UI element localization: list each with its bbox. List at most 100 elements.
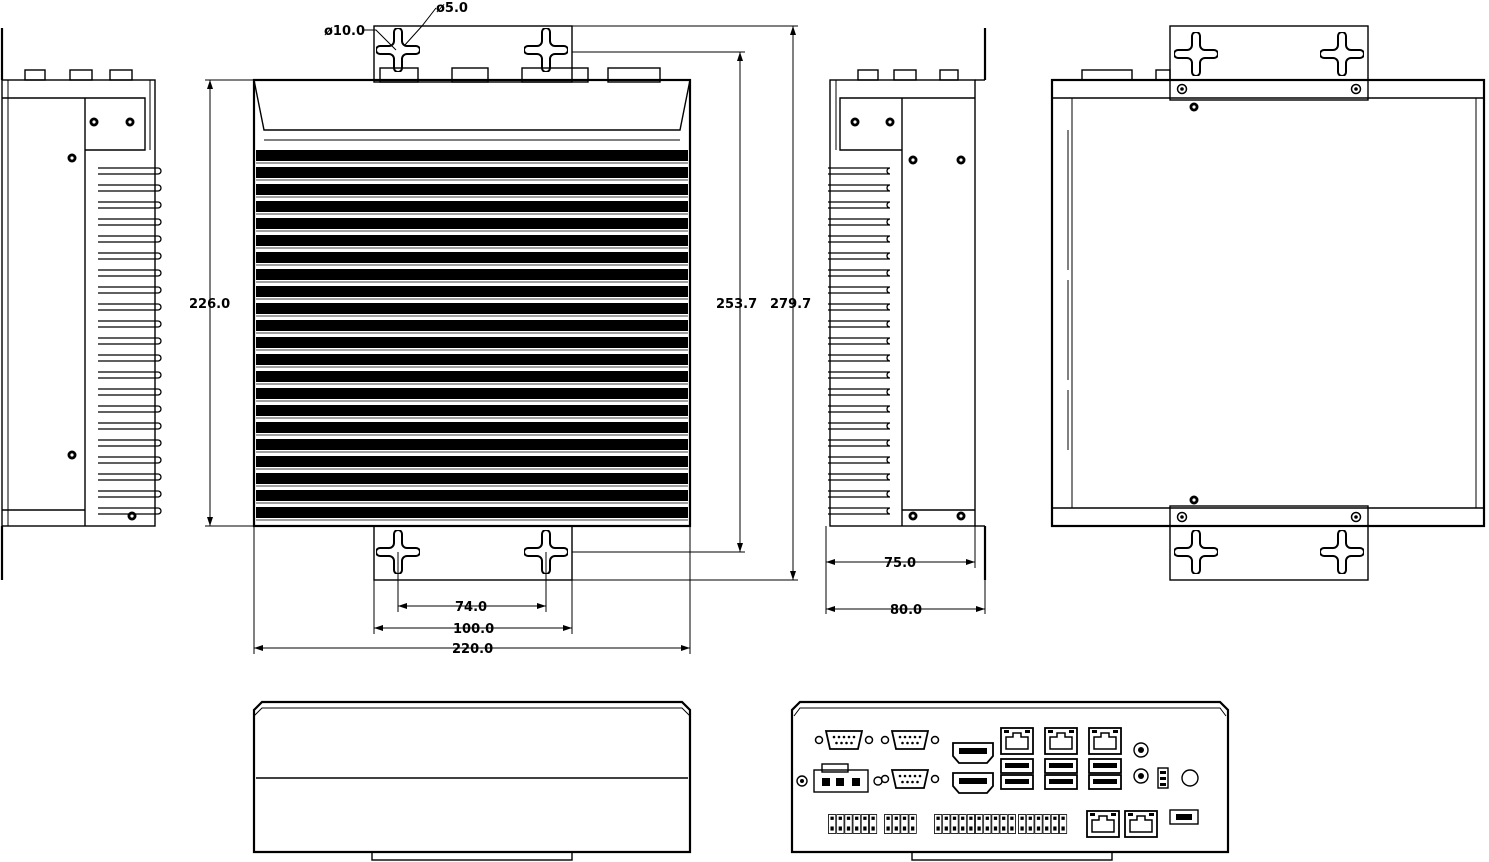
heatsink-fin — [828, 371, 891, 379]
screw-icon — [125, 117, 135, 127]
screw-icon — [67, 450, 77, 460]
heatsink-fin — [98, 422, 162, 430]
dim-75: 75.0 — [884, 556, 916, 571]
com-port-icon — [814, 730, 874, 750]
dim-80: 80.0 — [890, 603, 922, 618]
heatsink-fin — [98, 490, 162, 498]
heatsink-rib — [256, 337, 688, 348]
heatsink-fin — [828, 201, 891, 209]
lan-port-icon — [1088, 727, 1122, 755]
usb-port-icon — [1044, 758, 1078, 790]
left-side-view — [0, 28, 162, 580]
dimension-lines — [205, 7, 798, 654]
heatsink-rib — [256, 184, 688, 195]
com-port-icon — [880, 730, 940, 750]
front-panel-view — [252, 700, 692, 861]
keyhole-icon — [1174, 530, 1218, 574]
mounting-bracket-bottom — [373, 525, 573, 581]
terminal-pin-icon — [991, 814, 1000, 834]
keyhole-icon — [1174, 32, 1218, 76]
power-input-connector — [796, 763, 883, 793]
antenna-jack-icon — [1133, 742, 1149, 784]
heatsink-fin — [98, 167, 162, 175]
bottom-view — [1050, 25, 1486, 581]
usb-port-icon — [1088, 758, 1122, 790]
heatsink-fin — [828, 354, 891, 362]
heatsink-fin — [828, 303, 891, 311]
heatsink-rib — [256, 507, 688, 518]
terminal-pin-icon — [884, 814, 893, 834]
terminal-pin-icon — [1034, 814, 1043, 834]
lan-port-icon — [1000, 727, 1034, 755]
mounting-bracket-bottom — [1169, 505, 1369, 581]
screw-icon — [67, 153, 77, 163]
heatsink-rib — [256, 167, 688, 178]
heatsink-rib — [256, 354, 688, 365]
dim-74: 74.0 — [455, 600, 487, 615]
heatsink-rib — [256, 405, 688, 416]
lan-port-icon — [1086, 810, 1120, 838]
heatsink-fin — [828, 439, 891, 447]
heatsink-fin — [828, 473, 891, 481]
heatsink-rib — [256, 320, 688, 331]
terminal-pin-icon — [942, 814, 951, 834]
terminal-pin-icon — [892, 814, 901, 834]
terminal-pin-icon — [908, 814, 917, 834]
heatsink-fin — [98, 388, 162, 396]
terminal-pin-icon — [1007, 814, 1016, 834]
terminal-pin-icon — [966, 814, 975, 834]
heatsink-fin — [98, 252, 162, 260]
keyhole-icon — [524, 28, 568, 72]
screw-icon — [127, 511, 137, 521]
hole-icon — [1176, 83, 1188, 95]
power-button-icon — [1181, 769, 1199, 787]
heatsink-rib — [256, 371, 688, 382]
terminal-pin-icon — [999, 814, 1008, 834]
heatsink-rib — [256, 439, 688, 450]
heatsink-fin — [828, 252, 891, 260]
heatsink-rib — [256, 473, 688, 484]
screw-icon — [908, 155, 918, 165]
hole-icon — [1176, 511, 1188, 523]
heatsink-rib — [256, 269, 688, 280]
com-port-icon — [880, 769, 940, 789]
terminal-pin-icon — [958, 814, 967, 834]
dim-279-7: 279.7 — [770, 297, 811, 312]
terminal-pin-icon — [828, 814, 837, 834]
dim-100: 100.0 — [453, 622, 494, 637]
heatsink-fin — [98, 269, 162, 277]
terminal-pin-icon — [1050, 814, 1059, 834]
heatsink-fin — [828, 405, 891, 413]
screw-icon — [908, 511, 918, 521]
hdmi-port-icon — [952, 742, 994, 764]
heatsink-rib — [256, 422, 688, 433]
console-port-icon — [1169, 809, 1199, 825]
terminal-pin-icon — [869, 814, 878, 834]
heatsink-fin — [98, 320, 162, 328]
heatsink-rib — [256, 201, 688, 212]
top-view — [252, 25, 692, 581]
heatsink-fin — [98, 286, 162, 294]
heatsink-rib — [256, 303, 688, 314]
heatsink-fin — [828, 286, 891, 294]
heatsink-ribs — [256, 150, 688, 521]
heatsink-fin — [828, 337, 891, 345]
keyhole-icon — [376, 28, 420, 72]
heatsink-fin — [98, 439, 162, 447]
heatsink-fin — [828, 218, 891, 226]
terminal-pin-icon — [975, 814, 984, 834]
dim-hole-5: ø5.0 — [436, 1, 468, 16]
terminal-pin-icon — [852, 814, 861, 834]
heatsink-fin — [98, 371, 162, 379]
heatsink-fins — [98, 167, 162, 515]
heatsink-fin — [98, 473, 162, 481]
heatsink-rib — [256, 235, 688, 246]
heatsink-fin — [98, 337, 162, 345]
keyhole-icon — [1320, 530, 1364, 574]
heatsink-rib — [256, 388, 688, 399]
hole-icon — [1350, 511, 1362, 523]
heatsink-fin — [98, 354, 162, 362]
heatsink-fin — [98, 405, 162, 413]
heatsink-fin — [828, 269, 891, 277]
